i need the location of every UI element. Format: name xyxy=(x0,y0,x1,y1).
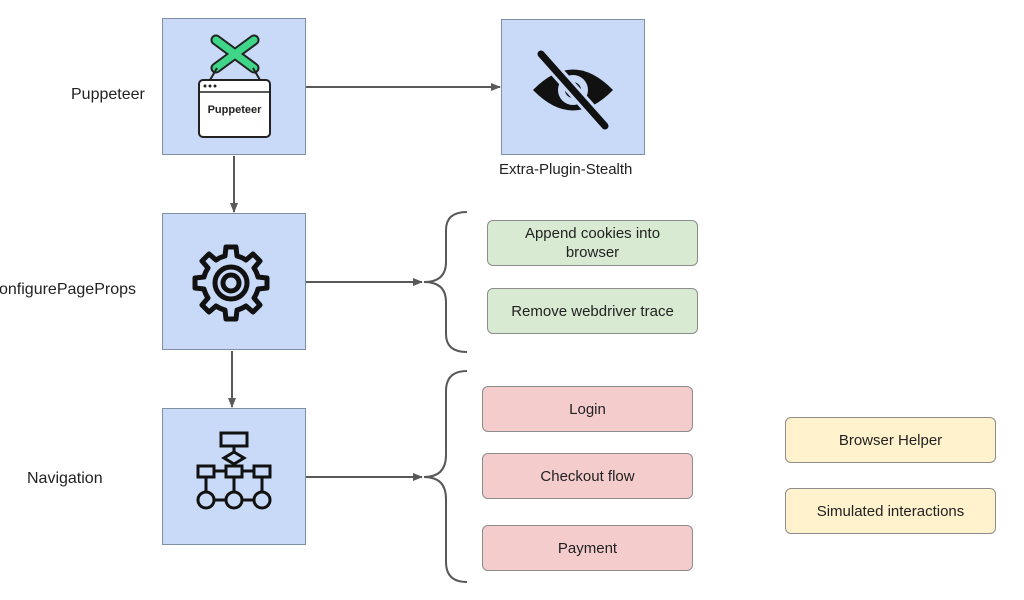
navigation-label: Navigation xyxy=(27,470,103,487)
stealth-caption: Extra-Plugin-Stealth xyxy=(499,161,633,178)
append-cookies-step: Append cookies into browser xyxy=(487,220,698,266)
configure-page-props-label: configurePageProps xyxy=(0,281,136,298)
flowchart-icon xyxy=(196,431,272,510)
login-step: Login xyxy=(482,386,693,432)
brace-configure xyxy=(423,211,468,353)
remove-webdriver-step: Remove webdriver trace xyxy=(487,288,698,334)
puppeteer-icon xyxy=(198,34,271,138)
puppeteer-icon-text: Puppeteer xyxy=(207,104,262,116)
gear-icon xyxy=(192,244,270,322)
puppeteer-label: Puppeteer xyxy=(71,86,145,103)
checkout-flow-step: Checkout flow xyxy=(482,453,693,499)
payment-step: Payment xyxy=(482,525,693,571)
legend-browser-helper: Browser Helper xyxy=(785,417,996,463)
brace-navigation xyxy=(423,370,468,583)
configure-node xyxy=(162,213,306,350)
eye-slash-icon xyxy=(533,47,613,133)
legend-simulated-interactions: Simulated interactions xyxy=(785,488,996,534)
stealth-node xyxy=(501,19,645,155)
